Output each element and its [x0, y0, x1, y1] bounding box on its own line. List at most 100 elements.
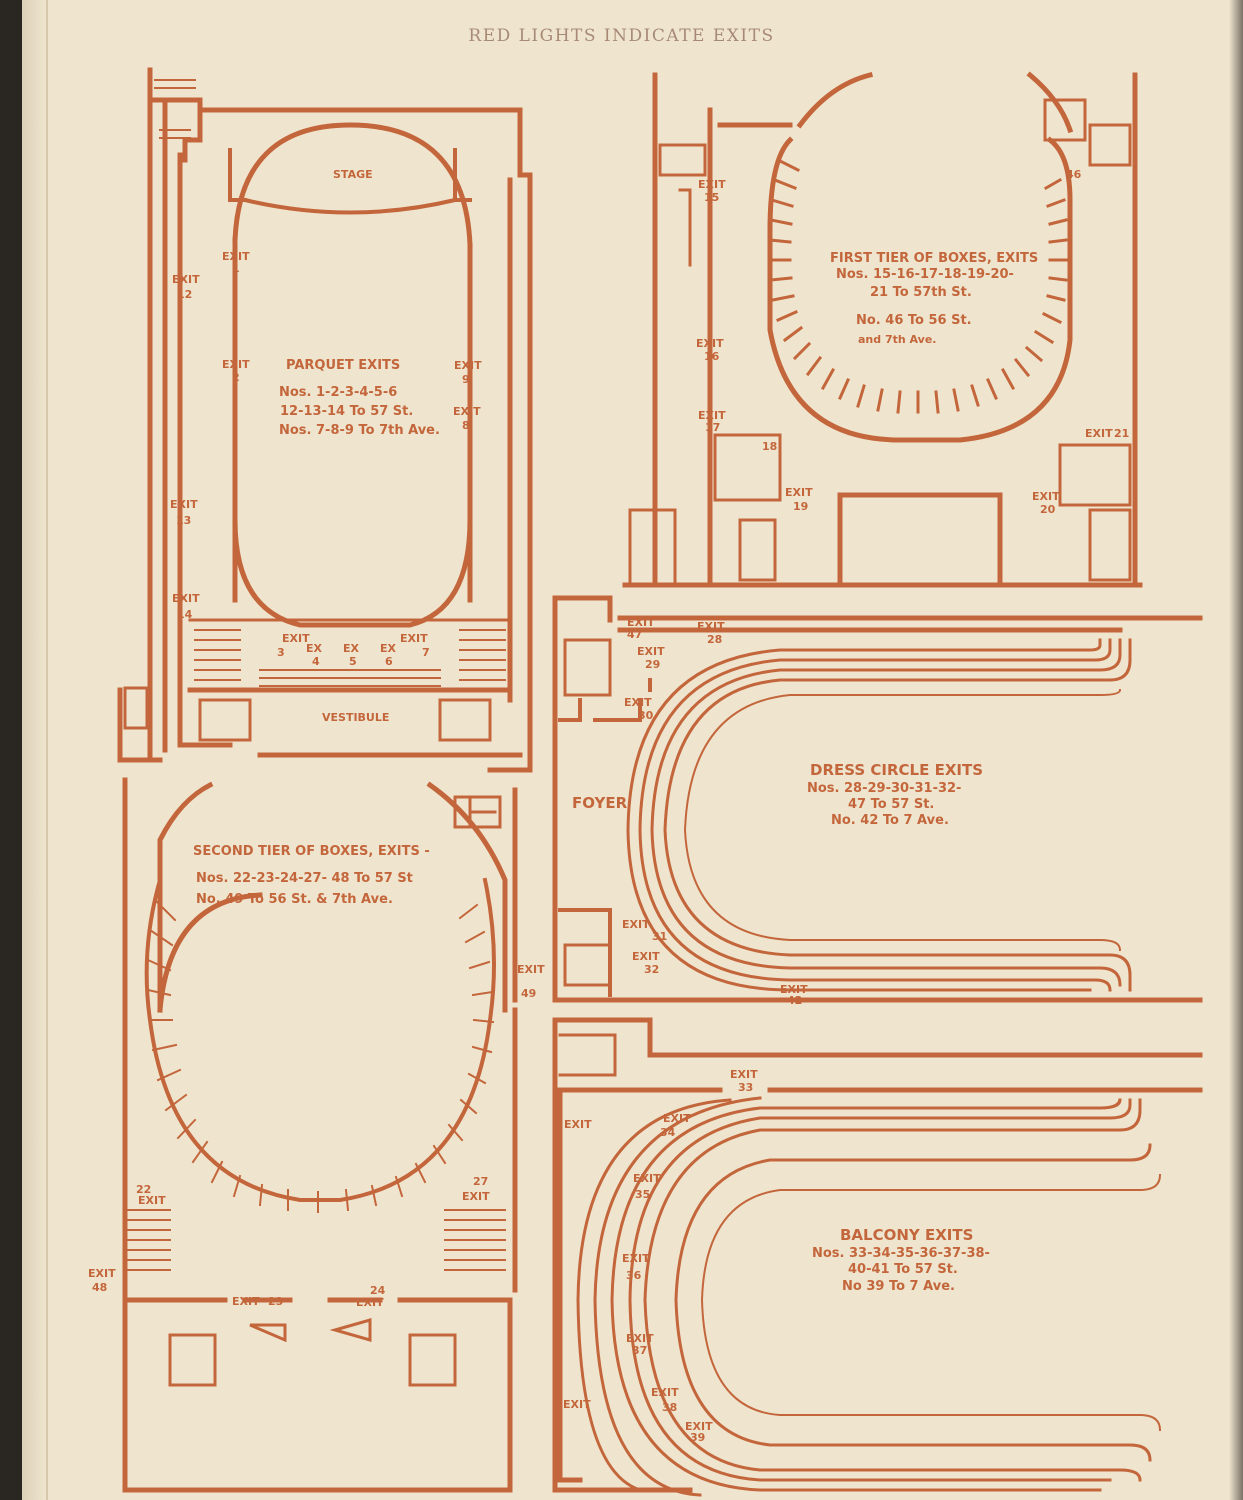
second-tier-line-2: No. 49 To 56 St. & 7th Ave. [196, 892, 393, 907]
dress-circle-plan [552, 595, 1203, 1003]
dress-circle-line-2: 47 To 57 St. [848, 797, 934, 812]
dress-exit-30-word: EXIT [624, 696, 652, 709]
balcony-exit-bottom-word: EXIT [563, 1398, 591, 1411]
dress-circle-title: DRESS CIRCLE EXITS [810, 761, 983, 779]
second-exit-27-number: 27 [473, 1175, 488, 1188]
parquet-exit-13-word: EXIT [170, 498, 198, 511]
parquet-exit-2-number: 2 [232, 371, 240, 384]
parquet-exit-14-number: 14 [177, 608, 193, 621]
first-tier-exit-17-number: 17 [705, 421, 720, 434]
parquet-exit-2-word: EXIT [222, 358, 250, 371]
parquet-line-2: 12-13-14 To 57 St. [280, 404, 413, 419]
parquet-exit-14-word: EXIT [172, 592, 200, 605]
balcony-exit-36-number: 36 [626, 1269, 642, 1282]
parquet-exit-1-word: EXIT [222, 250, 250, 263]
first-tier-exit-17-word: EXIT [698, 409, 726, 422]
parquet-exit-12-word: EXIT [172, 273, 200, 286]
second-exit-49-number: 49 [521, 987, 536, 1000]
dress-exit-32-number: 32 [644, 963, 659, 976]
first-tier-exit-20-number: 20 [1040, 503, 1056, 516]
second-exit-24-number: 24 [370, 1284, 386, 1297]
dress-circle-line-3: No. 42 To 7 Ave. [831, 813, 949, 828]
balcony-exit-35-number: 35 [635, 1188, 650, 1201]
page-heading: RED LIGHTS INDICATE EXITS [468, 26, 775, 46]
dress-exit-29-word: EXIT [637, 645, 665, 658]
parquet-plan [117, 67, 533, 773]
balcony-exit-33-number: 33 [738, 1081, 753, 1094]
first-tier-line-2: 21 To 57th St. [870, 285, 972, 300]
first-tier-plan [622, 71, 1143, 588]
balcony-exit-38-word: EXIT [651, 1386, 679, 1399]
parquet-exit-12-number: 12 [177, 288, 192, 301]
balcony-exit-35-word: EXIT [633, 1172, 661, 1185]
second-exit-23-number: 23 [268, 1295, 283, 1308]
balcony-exit-39-number: 39 [690, 1431, 705, 1444]
balcony-exit-39-word: EXIT [685, 1420, 713, 1433]
first-tier-exit-16-word: EXIT [696, 337, 724, 350]
second-exit-22-number: 22 [136, 1183, 151, 1196]
second-exit-24-word: EXIT [356, 1296, 384, 1309]
parquet-exit-9-number: 9 [462, 373, 470, 386]
parquet-exit-8-word: EXIT [453, 405, 481, 418]
parquet-exit-9-word: EXIT [454, 359, 482, 372]
first-tier-exit-46-number: 46 [1066, 168, 1082, 181]
first-tier-exit-15-number: 15 [704, 191, 719, 204]
dress-exit-28-number: 28 [707, 633, 722, 646]
first-tier-exit-19-word: EXIT [785, 486, 813, 499]
balcony-exit-37-word: EXIT [626, 1332, 654, 1345]
balcony-line-3: No 39 To 7 Ave. [842, 1279, 955, 1294]
page-edge [1229, 0, 1243, 1500]
dress-exit-42-word: EXIT [780, 983, 808, 996]
dress-circle-line-1: Nos. 28-29-30-31-32- [807, 781, 961, 796]
dress-exit-47-number: 47 [627, 628, 642, 641]
balcony-rows [576, 1096, 1162, 1497]
parquet-line-1: Nos. 1-2-3-4-5-6 [279, 385, 397, 400]
dress-exit-47-word: EXIT [627, 616, 655, 629]
balcony-exit-33-word: EXIT [730, 1068, 758, 1081]
second-tier-box-partitions [124, 898, 506, 1271]
balcony-exit-34-number: 34 [660, 1126, 676, 1139]
first-tier-line-1: Nos. 15-16-17-18-19-20- [836, 267, 1014, 282]
balcony-exit-36-word: EXIT [622, 1252, 650, 1265]
second-exit-27-word: EXIT [462, 1190, 490, 1203]
first-tier-exit-15-word: EXIT [698, 178, 726, 191]
foyer-label: FOYER [572, 794, 628, 812]
parquet-exit-6-number: 6 [385, 655, 393, 668]
balcony-exit-38-number: 38 [662, 1401, 677, 1414]
first-tier-exit-19-number: 19 [793, 500, 808, 513]
parquet-exit-4-number: 4 [312, 655, 320, 668]
first-tier-exit-18-number: 18 [762, 440, 777, 453]
second-tier-line-1: Nos. 22-23-24-27- 48 To 57 St [196, 871, 413, 886]
balcony-line-2: 40-41 To 57 St. [848, 1262, 958, 1277]
first-tier-title: FIRST TIER OF BOXES, EXITS [830, 251, 1038, 266]
parquet-exit-7-word: EXIT [400, 632, 428, 645]
balcony-exit-word: EXIT [564, 1118, 592, 1131]
balcony-line-1: Nos. 33-34-35-36-37-38- [812, 1246, 990, 1261]
second-tier-title: SECOND TIER OF BOXES, EXITS - [193, 844, 430, 859]
parquet-exit-3-word: EXIT [282, 632, 310, 645]
balcony-exit-34-word: EXIT [663, 1112, 691, 1125]
balcony-plan [552, 1017, 1203, 1493]
vestibule-label: VESTIBULE [322, 711, 389, 724]
dress-exit-28-word: EXIT [697, 620, 725, 633]
second-exit-22-word: EXIT [138, 1194, 166, 1207]
second-exit-23-word: EXIT [232, 1295, 260, 1308]
parquet-exit-5-number: 5 [349, 655, 357, 668]
second-tier-plan [122, 777, 518, 1493]
parquet-exit-3-number: 3 [277, 646, 285, 659]
parquet-exit-4-word: EX [306, 642, 323, 655]
balcony-exit-37-number: 37 [632, 1344, 647, 1357]
first-tier-exit-20-word: EXIT [1032, 490, 1060, 503]
parquet-line-3: Nos. 7-8-9 To 7th Ave. [279, 423, 440, 438]
dress-exit-31-number: 31 [652, 930, 667, 943]
first-tier-exit-16-number: 16 [704, 350, 720, 363]
balcony-title: BALCONY EXITS [840, 1226, 973, 1244]
parquet-exit-13-number: 13 [176, 514, 191, 527]
parquet-exit-7-number: 7 [422, 646, 430, 659]
parquet-exit-1-number: 1 [232, 262, 240, 275]
parquet-exit-8-number: 8 [462, 419, 470, 432]
first-tier-line-4: and 7th Ave. [858, 333, 936, 346]
stage-label: STAGE [333, 168, 373, 181]
second-exit-48-number: 48 [92, 1281, 107, 1294]
